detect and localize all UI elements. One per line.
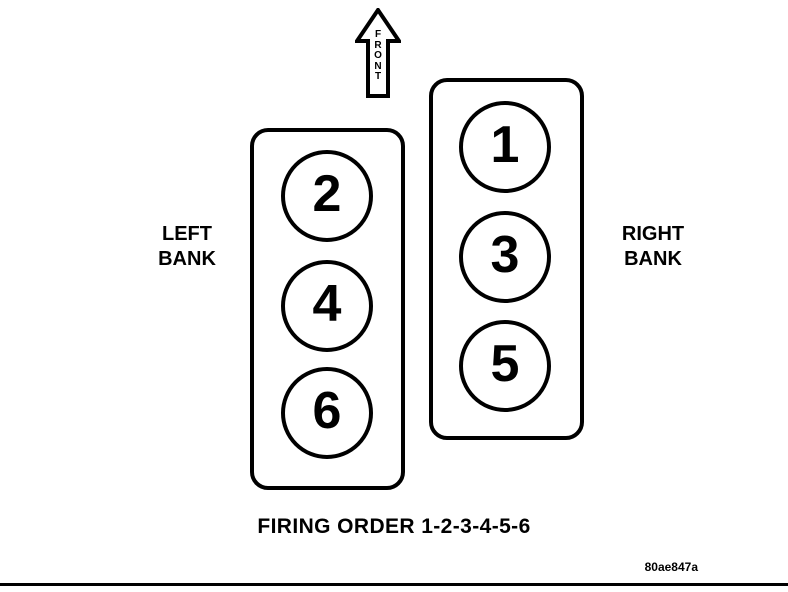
front-letter-n: N (374, 60, 382, 72)
cylinder-right-2-number: 3 (490, 226, 520, 284)
cylinder-left-1-number: 2 (312, 165, 342, 223)
front-letter-f: F (374, 29, 382, 40)
cylinder-right-2: 3 (459, 211, 551, 303)
cylinder-right-3-number: 5 (490, 335, 520, 393)
firing-order-caption: FIRING ORDER 1-2-3-4-5-6 (257, 515, 531, 538)
figure-code: 80ae847a (644, 560, 698, 574)
left-bank-label: LEFT BANK (158, 223, 216, 270)
front-letter-o: O (374, 50, 382, 61)
cylinder-left-2-number: 4 (312, 275, 342, 333)
cylinder-left-1: 2 (281, 150, 373, 242)
front-letter-r: R (374, 39, 382, 51)
cylinder-left-3: 6 (281, 367, 373, 459)
cylinder-right-1: 1 (459, 101, 551, 193)
cylinder-right-3: 5 (459, 320, 551, 412)
cylinder-left-2: 4 (281, 260, 373, 352)
cylinder-left-3-number: 6 (312, 382, 342, 440)
bottom-divider (0, 583, 788, 586)
front-direction-label: F R O N T (370, 29, 386, 83)
cylinder-right-1-number: 1 (490, 116, 520, 174)
front-letter-t: T (374, 71, 382, 82)
up-arrow-icon (355, 8, 401, 98)
right-bank-label: RIGHT BANK (621, 223, 685, 270)
bottom-strip (0, 586, 788, 592)
